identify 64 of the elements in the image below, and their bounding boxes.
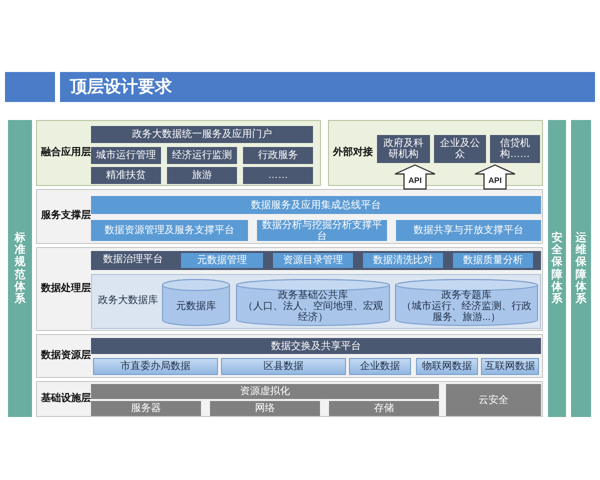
- data-source-box: 互联网数据: [481, 358, 539, 375]
- module-box: 数据交换及共享平台: [91, 338, 541, 354]
- database-area: [91, 274, 541, 329]
- database-cylinder: [236, 279, 390, 326]
- infrastructure-box: 云安全: [446, 384, 541, 416]
- module-box: 数据分析与挖掘分析支撑平台: [257, 220, 387, 241]
- module-box: 经济运行监测: [167, 147, 237, 164]
- layer-panel: [36, 189, 543, 244]
- module-box: 政务大数据统一服务及应用门户: [91, 126, 313, 143]
- database-label: 元数据库: [176, 301, 216, 312]
- module-box: 信贷机构……: [490, 135, 540, 163]
- layer-label: 服务支撑层: [41, 210, 91, 223]
- module-box: 数据服务及应用集成总线平台: [91, 196, 541, 214]
- module-box: 精准扶贫: [91, 167, 161, 184]
- layer-label: 基础设施层: [41, 392, 91, 406]
- module-box: 城市运行管理: [91, 147, 161, 164]
- column-label: 标准规范体系: [14, 232, 26, 305]
- module-box: 数据资源管理及服务支撑平台: [91, 220, 248, 241]
- layer-panel: [36, 381, 543, 417]
- layer-panel: [328, 120, 543, 186]
- module-box: 旅游: [167, 167, 237, 184]
- module-box: 元数据管理: [181, 253, 263, 268]
- edge-label: API: [488, 177, 502, 185]
- module-box: 行政服务: [243, 147, 313, 164]
- module-box: 资源目录管理: [273, 253, 353, 268]
- database-label: 政务专题库: [442, 290, 492, 301]
- module-box: 数据质量分析: [453, 253, 533, 268]
- layer-label: 数据治理平台: [103, 254, 163, 267]
- module-box: ……: [243, 167, 313, 184]
- layer-label: 数据处理层: [41, 282, 91, 296]
- database-label: （人口、法人、空间地理、宏观经济）: [242, 301, 384, 323]
- database-label: 政务基础公共库: [278, 290, 348, 301]
- data-source-box: 企业数据: [349, 358, 411, 375]
- database-cylinder: [162, 279, 230, 326]
- system-column: [548, 120, 566, 417]
- infrastructure-box: 资源虚拟化: [91, 384, 439, 399]
- layer-label: 外部对接: [333, 146, 373, 160]
- title: 顶层设计要求: [70, 76, 172, 98]
- module-box: 政府及科研机构: [377, 135, 430, 163]
- infrastructure-box: 服务器: [91, 401, 201, 416]
- layer-label: 数据资源层: [41, 350, 91, 362]
- layer-label: 政务大数据库: [98, 295, 158, 308]
- layer-panel: [36, 120, 321, 186]
- system-column: [571, 120, 591, 417]
- database-cylinder: [395, 279, 538, 326]
- data-source-box: 市直委办局数据: [93, 358, 218, 375]
- api-arrow: [474, 164, 516, 190]
- platform-bar: [91, 251, 541, 270]
- system-column: [8, 120, 32, 417]
- infrastructure-box: 网络: [210, 401, 320, 416]
- layer-panel: [36, 247, 543, 331]
- module-box: 企业及公众: [434, 135, 486, 163]
- column-label: 安全保障体系: [552, 232, 562, 305]
- infrastructure-box: 存储: [329, 401, 439, 416]
- database-label: （城市运行、经济监测、行政服务、旅游...）: [400, 301, 532, 323]
- module-box: 数据共享与开放支撑平台: [396, 220, 541, 241]
- edge-label: API: [408, 177, 422, 185]
- data-source-box: 区县数据: [221, 358, 346, 375]
- layer-label: 融合应用层: [41, 146, 91, 160]
- api-arrow: [394, 164, 436, 190]
- column-label: 运维保障体系: [576, 232, 586, 305]
- module-box: 数据清洗比对: [363, 253, 443, 268]
- layer-panel: [36, 334, 543, 378]
- data-source-box: 物联网数据: [416, 358, 478, 375]
